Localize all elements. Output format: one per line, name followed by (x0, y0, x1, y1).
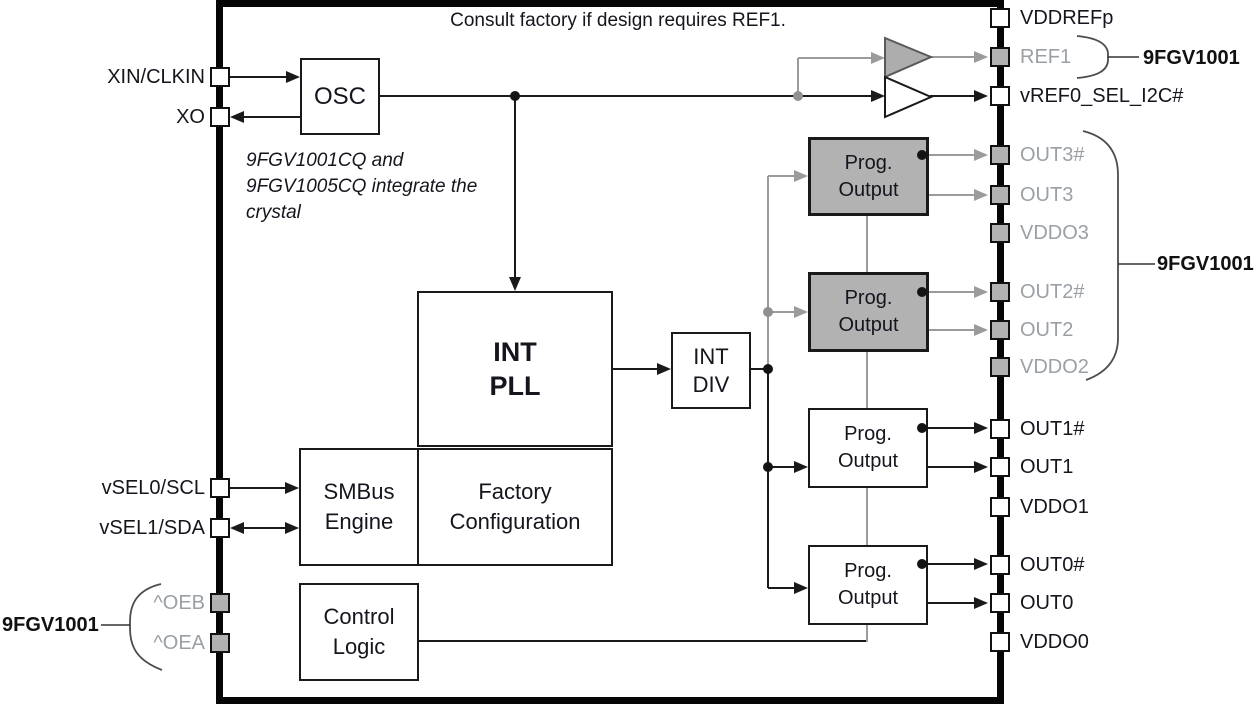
control-line2: Logic (332, 634, 386, 659)
pin-label-vddrefp: VDDREFp (1020, 7, 1114, 29)
device-label-ref1-group: 9FGV1001 (1143, 47, 1240, 69)
prog-output-line1: Prog. (844, 151, 893, 174)
prog-output-block-out3: Prog. Output (808, 137, 929, 216)
pin-label-out3: OUT3 (1020, 184, 1074, 206)
note-integrated-crystal: 9FGV1001CQ and 9FGV1005CQ integrate the … (246, 148, 516, 226)
pin-label-vsel0-scl: vSEL0/SCL (101, 477, 205, 499)
pin-out1 (990, 457, 1010, 477)
smbus-line1: SMBus (323, 479, 395, 504)
pin-vddo2 (990, 357, 1010, 377)
prog-output-line1: Prog. (844, 560, 892, 582)
prog-output-line2: Output (838, 178, 899, 201)
pin-label-out0: OUT0 (1020, 592, 1074, 614)
prog-output-line2: Output (838, 314, 899, 336)
control-logic-block: Control Logic (299, 583, 419, 681)
prog-output-line1: Prog. (844, 287, 893, 309)
pin-vddo1 (990, 497, 1010, 517)
note-crystal-line3: crystal (246, 202, 301, 223)
pin-label-vref0-sel-i2c: vREF0_SEL_I2C# (1020, 85, 1184, 107)
smbus-engine-block: SMBus Engine (299, 448, 419, 566)
prog-output-line2: Output (837, 587, 899, 609)
pin-label-out1: OUT1 (1020, 456, 1074, 478)
int-pll-block: INT PLL (417, 291, 613, 447)
smbus-line2: Engine (324, 509, 394, 534)
control-line1: Control (323, 604, 395, 629)
pin-out2 (990, 320, 1010, 340)
int-pll-line2: PLL (489, 371, 541, 401)
pin-vref0-sel-i2c (990, 86, 1010, 106)
pin-out3n (990, 145, 1010, 165)
int-pll-line1: INT (493, 337, 537, 367)
note-consult-factory: Consult factory if design requires REF1. (450, 10, 786, 31)
pin-ref1 (990, 47, 1010, 67)
pin-label-vsel1-sda: vSEL1/SDA (99, 517, 205, 539)
note-crystal-line2: 9FGV1005CQ integrate the (246, 176, 478, 197)
prog-output-line1: Prog. (844, 423, 892, 445)
pin-oea (210, 633, 230, 653)
pin-oeb (210, 593, 230, 613)
int-div-line2: DIV (692, 371, 730, 397)
out-group-brace (1082, 130, 1155, 381)
factory-configuration-block: Factory Configuration (417, 448, 613, 566)
pin-label-vddo3: VDDO3 (1020, 222, 1089, 244)
factory-line1: Factory (478, 479, 552, 504)
prog-output-line2: Output (837, 450, 899, 472)
pin-label-xo: XO (176, 106, 205, 128)
pin-vsel0-scl (210, 478, 230, 498)
pin-label-vddo0: VDDO0 (1020, 631, 1089, 653)
prog-output-block-out1: Prog. Output (808, 408, 928, 488)
pin-label-oeb: ^OEB (153, 592, 205, 614)
int-div-line1: INT (693, 343, 729, 369)
pin-label-xin-clkin: XIN/CLKIN (107, 66, 205, 88)
factory-line2: Configuration (449, 509, 581, 534)
pin-vddo3 (990, 223, 1010, 243)
pin-label-out2n: OUT2# (1020, 281, 1085, 303)
pin-out3 (990, 185, 1010, 205)
device-label-oe-group: 9FGV1001 (2, 614, 99, 636)
ref1-group-brace (1076, 35, 1139, 79)
pin-label-oea: ^OEA (153, 632, 205, 654)
pin-out0n (990, 555, 1010, 575)
prog-output-block-out2: Prog. Output (808, 272, 929, 352)
pin-label-out1n: OUT1# (1020, 418, 1085, 440)
pin-xin-clkin (210, 67, 230, 87)
pin-label-out2: OUT2 (1020, 319, 1074, 341)
pin-label-ref1: REF1 (1020, 46, 1072, 68)
pin-vddrefp (990, 8, 1010, 28)
pin-vddo0 (990, 632, 1010, 652)
pin-label-vddo1: VDDO1 (1020, 496, 1089, 518)
pin-label-out3n: OUT3# (1020, 144, 1085, 166)
pin-label-vddo2: VDDO2 (1020, 356, 1089, 378)
note-crystal-line1: 9FGV1001CQ and (246, 150, 404, 171)
pin-vsel1-sda (210, 518, 230, 538)
prog-output-block-out0: Prog. Output (808, 545, 928, 625)
pin-out0 (990, 593, 1010, 613)
chip-boundary (216, 0, 1004, 704)
pin-out1n (990, 419, 1010, 439)
device-label-out23-group: 9FGV1001 (1157, 253, 1254, 275)
osc-label: OSC (313, 82, 366, 110)
int-div-block: INT DIV (671, 332, 751, 409)
pin-out2n (990, 282, 1010, 302)
pin-xo (210, 107, 230, 127)
pin-label-out0n: OUT0# (1020, 554, 1085, 576)
osc-block: OSC (300, 58, 380, 135)
